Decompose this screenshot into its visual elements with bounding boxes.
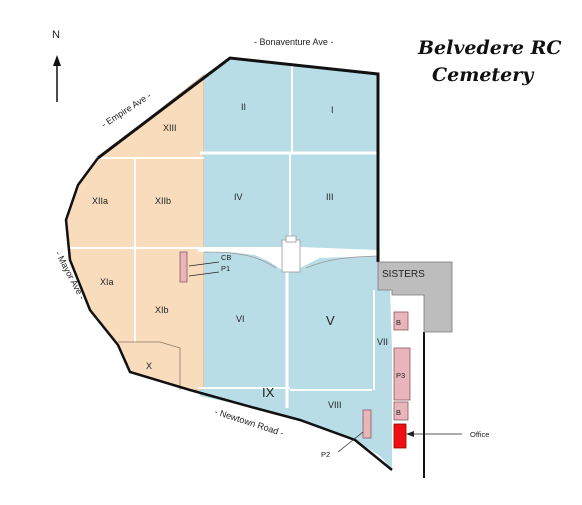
section-IX-label: IX	[262, 385, 275, 400]
street-bonaventure-ave: - Bonaventure Ave -	[254, 37, 333, 47]
section-IV-label: IV	[234, 192, 243, 202]
p1-label: P1	[221, 264, 230, 273]
north-arrow-icon	[53, 55, 61, 102]
office-building	[393, 423, 407, 449]
section-III-label: III	[326, 192, 334, 202]
b-upper-label: B	[396, 318, 401, 327]
p3-building	[393, 347, 411, 401]
b-lower-label: B	[396, 408, 401, 417]
west-sections-area	[65, 74, 205, 391]
office-label: Office	[470, 430, 489, 439]
map-title-line2: Cemetery	[432, 64, 534, 86]
section-II-label: II	[241, 102, 246, 112]
section-XIII-label: XIII	[163, 123, 177, 133]
section-V-label: V	[326, 313, 335, 328]
boundary-southwest	[64, 157, 393, 471]
sisters-label: SISTERS	[382, 269, 425, 280]
p2-label: P2	[321, 450, 330, 459]
section-I-label: I	[331, 105, 334, 115]
section-VII-label: VII	[377, 337, 388, 347]
section-VI-label: VI	[236, 314, 245, 324]
p2-building	[362, 409, 372, 439]
section-X-label: X	[146, 361, 152, 371]
map-title-line1: Belvedere RC	[418, 37, 562, 59]
cb-label: CB	[221, 253, 231, 262]
section-XIIb-label: XIIb	[155, 196, 171, 206]
p3-label: P3	[396, 371, 405, 380]
boundary-north	[97, 56, 380, 262]
b-lower-building	[393, 401, 409, 421]
section-XIa-label: XIa	[100, 277, 114, 287]
sisters-area	[377, 261, 453, 333]
east-sections-area	[198, 58, 392, 470]
cb-p1-building	[179, 251, 188, 283]
section-VIII-label: VIII	[328, 400, 342, 410]
north-label: N	[52, 29, 60, 41]
b-upper-building	[393, 311, 409, 331]
section-XIIa-label: XIIa	[92, 196, 108, 206]
section-XIb-label: XIb	[155, 305, 169, 315]
